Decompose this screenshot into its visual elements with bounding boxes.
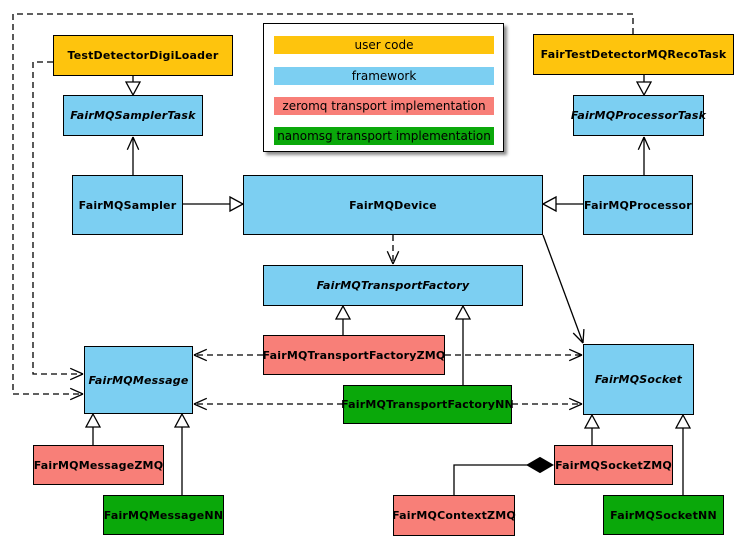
node-label: FairMQTransportFactory [316, 279, 470, 292]
edge-inherit-messagenn-message [173, 412, 191, 495]
edge-inherit-socketnn-socket [674, 413, 692, 495]
node-fairmqprocessor: FairMQProcessor [583, 175, 693, 235]
node-fairmqsocketzmq: FairMQSocketZMQ [554, 445, 673, 485]
node-label: FairMQSocketNN [610, 508, 717, 522]
node-fairmqmessagenn: FairMQMessageNN [103, 495, 224, 535]
edge-inherit-factorynn-factory [454, 304, 472, 385]
edge-inherit-factoryzmq-factory [334, 304, 352, 335]
edge-dep-factoryzmq-socket [445, 348, 583, 362]
node-fairmqtransportfactory: FairMQTransportFactory [263, 265, 523, 306]
legend-item-label: framework [351, 69, 417, 83]
edge-inherit-sampler-device [183, 195, 245, 213]
edge-compose-contextzmq-socketzmq [453, 456, 555, 495]
legend-item-label: user code [354, 38, 414, 52]
node-label: TestDetectorDigiLoader [67, 49, 219, 62]
legend-item-framework: framework [274, 67, 494, 85]
node-fairmqtransportfactorynn: FairMQTransportFactoryNN [341, 385, 514, 424]
node-fairmqmessagezmq: FairMQMessageZMQ [33, 445, 164, 485]
node-fairmqsampler: FairMQSampler [72, 175, 183, 235]
edge-assoc-sampler-samplertask [126, 136, 140, 175]
edge-inherit-messagezmq-message [84, 412, 102, 445]
edge-inherit-recotask-processortask [635, 74, 653, 97]
node-label: FairMQDevice [349, 198, 437, 212]
node-fairmqprocessortask: FairMQProcessorTask [570, 95, 707, 136]
edge-dep-factoryzmq-message [193, 348, 263, 362]
edge-inherit-digiloader-samplertask [124, 76, 142, 97]
edge-dep-digiloader-message [32, 61, 84, 381]
node-fairmqdevice: FairMQDevice [243, 175, 543, 235]
edge-inherit-socketzmq-socket [583, 413, 601, 445]
node-label: FairMQProcessor [584, 198, 692, 212]
edge-inherit-processor-device [541, 195, 583, 213]
edge-assoc-processor-processortask [637, 136, 651, 175]
node-label: FairMQTransportFactoryZMQ [262, 348, 446, 362]
legend-box: user code framework zeromq transport imple… [263, 23, 504, 152]
legend-item-nanomsg: nanomsg transport implementation [274, 127, 494, 145]
edge-assoc-device-socket [542, 234, 585, 344]
node-label: FairMQMessageNN [103, 508, 224, 522]
node-label: FairTestDetectorMQRecoTask [540, 48, 727, 61]
legend-item-label: zeromq transport implementation [282, 99, 486, 113]
node-label: FairMQSocketZMQ [555, 458, 672, 472]
node-label: FairMQTransportFactoryNN [341, 398, 514, 411]
edge-dep-factorynn-message [193, 397, 343, 411]
node-fairmqsocketnn: FairMQSocketNN [603, 495, 724, 535]
node-fairmqtransportfactoryzmq: FairMQTransportFactoryZMQ [263, 335, 445, 375]
node-label: FairMQMessageZMQ [33, 458, 164, 472]
node-fairmqsamplertask: FairMQSamplerTask [63, 95, 203, 136]
node-label: FairMQSampler [78, 198, 177, 212]
node-fairmqmessage: FairMQMessage [84, 346, 193, 414]
edge-dep-device-transportfactory [386, 235, 400, 265]
node-label: FairMQProcessorTask [570, 109, 707, 122]
edge-dep-factorynn-socket [512, 397, 583, 411]
node-label: FairMQContextZMQ [392, 509, 516, 522]
node-label: FairMQMessage [88, 373, 189, 387]
legend-item-label: nanomsg transport implementation [277, 129, 491, 143]
edge-dep-recotask-message [12, 13, 634, 401]
legend-item-zeromq: zeromq transport implementation [274, 97, 494, 115]
node-testdetectordigiloader: TestDetectorDigiLoader [53, 35, 233, 76]
node-label: FairMQSocket [594, 373, 683, 386]
legend-item-user-code: user code [274, 36, 494, 54]
node-fairmqsocket: FairMQSocket [583, 344, 694, 415]
node-label: FairMQSamplerTask [70, 109, 196, 122]
node-fairmqcontextzmq: FairMQContextZMQ [392, 495, 516, 536]
node-fairtestdetectormqrecotask: FairTestDetectorMQRecoTask [533, 34, 734, 75]
